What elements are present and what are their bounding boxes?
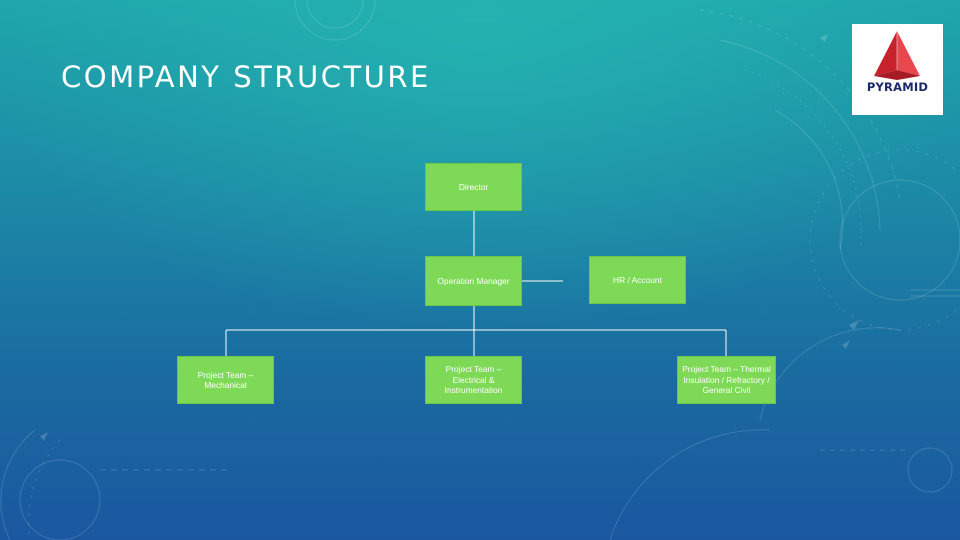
node-team-mechanical: Project Team – Mechanical (177, 356, 274, 404)
node-director-label: Director (458, 181, 489, 192)
node-team-electrical: Project Team – Electrical & Instrumentat… (425, 356, 522, 404)
node-hr-account-label: HR / Account (613, 274, 662, 285)
node-operation-manager: Operation Manager (425, 256, 522, 306)
node-team-mechanical-label: Project Team – Mechanical (197, 369, 254, 391)
logo-text: PYRAMID (866, 80, 929, 94)
node-hr-account: HR / Account (589, 256, 686, 304)
pyramid-icon (874, 31, 920, 80)
node-team-electrical-label: Project Team – Electrical & Instrumentat… (444, 364, 503, 396)
node-director: Director (425, 163, 522, 211)
pyramid-logo: PYRAMID (852, 24, 943, 115)
page-title: COMPANY STRUCTURE (61, 60, 431, 94)
node-team-thermal-label: Project Team – Thermal Insulation / Refr… (682, 364, 771, 396)
node-team-thermal: Project Team – Thermal Insulation / Refr… (677, 356, 776, 404)
node-operation-manager-label: Operation Manager (437, 275, 510, 286)
